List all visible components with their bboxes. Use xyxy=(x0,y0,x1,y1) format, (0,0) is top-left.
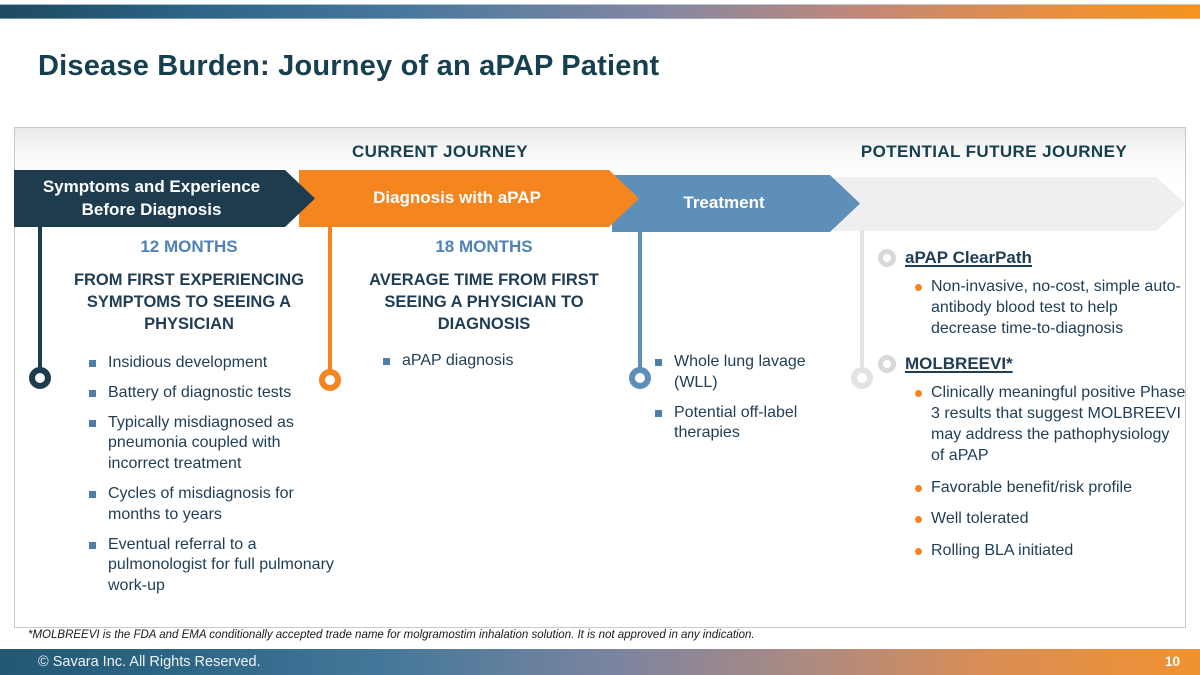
ring-bullet-icon xyxy=(878,249,896,267)
list-item: Potential off-label therapies xyxy=(655,403,845,445)
connector-line-diagnosis xyxy=(328,226,332,372)
list-item: Battery of diagnostic tests xyxy=(89,383,341,404)
product-heading-apap-clearpath: aPAP ClearPath xyxy=(905,248,1032,267)
footer-bar: © Savara Inc. All Rights Reserved. 10 xyxy=(0,649,1200,675)
footnote: *MOLBREEVI is the FDA and EMA conditiona… xyxy=(28,629,755,641)
stage-arrow-diagnosis: Diagnosis with aPAP xyxy=(299,170,639,227)
list-item: Typically misdiagnosed as pneumonia coup… xyxy=(89,413,341,475)
diagnosis-bullet-list: aPAP diagnosis xyxy=(383,351,623,381)
treatment-bullet-list: Whole lung lavage (WLL) Potential off-la… xyxy=(655,352,845,453)
list-item: Favorable benefit/risk profile xyxy=(915,478,1186,499)
timeline-marker-future-icon xyxy=(851,367,873,389)
stage-label-symptoms: Symptoms and Experience Before Diagnosis xyxy=(42,177,261,219)
potential-future-journey-label: POTENTIAL FUTURE JOURNEY xyxy=(860,142,1128,161)
column-future: aPAP ClearPath Non-invasive, no-cost, si… xyxy=(878,248,1186,573)
column-diagnosis: 18 MONTHS AVERAGE TIME FROM FIRST SEEING… xyxy=(338,237,630,335)
column-symptoms: 12 MONTHS FROM FIRST EXPERIENCING SYMPTO… xyxy=(48,237,330,335)
ring-bullet-icon xyxy=(878,355,896,374)
list-item: Clinically meaningful positive Phase 3 r… xyxy=(915,383,1186,466)
connector-line-treatment xyxy=(638,231,642,370)
stage-arrow-treatment: Treatment xyxy=(612,175,860,232)
page-number: 10 xyxy=(1164,654,1180,669)
top-accent-bar xyxy=(0,4,1200,19)
current-journey-label: CURRENT JOURNEY xyxy=(351,142,529,161)
connector-line-symptoms xyxy=(38,226,42,370)
molbreevi-bullet-list: Clinically meaningful positive Phase 3 r… xyxy=(915,383,1186,562)
timeline-marker-treatment-icon xyxy=(629,367,651,389)
list-item: Rolling BLA initiated xyxy=(915,541,1186,562)
copyright-text: © Savara Inc. All Rights Reserved. xyxy=(38,654,261,670)
list-item: Non-invasive, no-cost, simple auto-antib… xyxy=(915,277,1186,339)
product-group-molbreevi: MOLBREEVI* xyxy=(878,354,1186,374)
stage-arrow-symptoms: Symptoms and Experience Before Diagnosis xyxy=(14,170,315,227)
column-heading-diagnosis: AVERAGE TIME FROM FIRST SEEING A PHYSICI… xyxy=(369,271,599,333)
product-group-clearpath: aPAP ClearPath xyxy=(878,248,1186,268)
list-item: Cycles of misdiagnosis for months to yea… xyxy=(89,484,341,526)
timeline-marker-diagnosis-icon xyxy=(319,369,341,391)
page-title: Disease Burden: Journey of an aPAP Patie… xyxy=(38,50,660,82)
duration-label-diagnosis: 18 MONTHS xyxy=(435,237,533,256)
stage-arrow-future xyxy=(834,177,1186,231)
column-heading-symptoms: FROM FIRST EXPERIENCING SYMPTOMS TO SEEI… xyxy=(73,271,305,333)
symptoms-bullet-list: Insidious development Battery of diagnos… xyxy=(89,353,341,606)
list-item: aPAP diagnosis xyxy=(383,351,623,372)
list-item: Well tolerated xyxy=(915,509,1186,530)
clearpath-bullet-list: Non-invasive, no-cost, simple auto-antib… xyxy=(915,277,1186,339)
list-item: Insidious development xyxy=(89,353,341,374)
list-item: Eventual referral to a pulmonologist for… xyxy=(89,535,341,597)
duration-label-symptoms: 12 MONTHS xyxy=(140,237,238,256)
connector-line-future xyxy=(860,230,864,370)
stage-label-diagnosis: Diagnosis with aPAP xyxy=(373,188,541,208)
stage-label-treatment: Treatment xyxy=(683,193,765,213)
product-heading-molbreevi: MOLBREEVI* xyxy=(905,354,1013,374)
list-item: Whole lung lavage (WLL) xyxy=(655,352,845,394)
timeline-marker-symptoms-icon xyxy=(29,367,51,389)
